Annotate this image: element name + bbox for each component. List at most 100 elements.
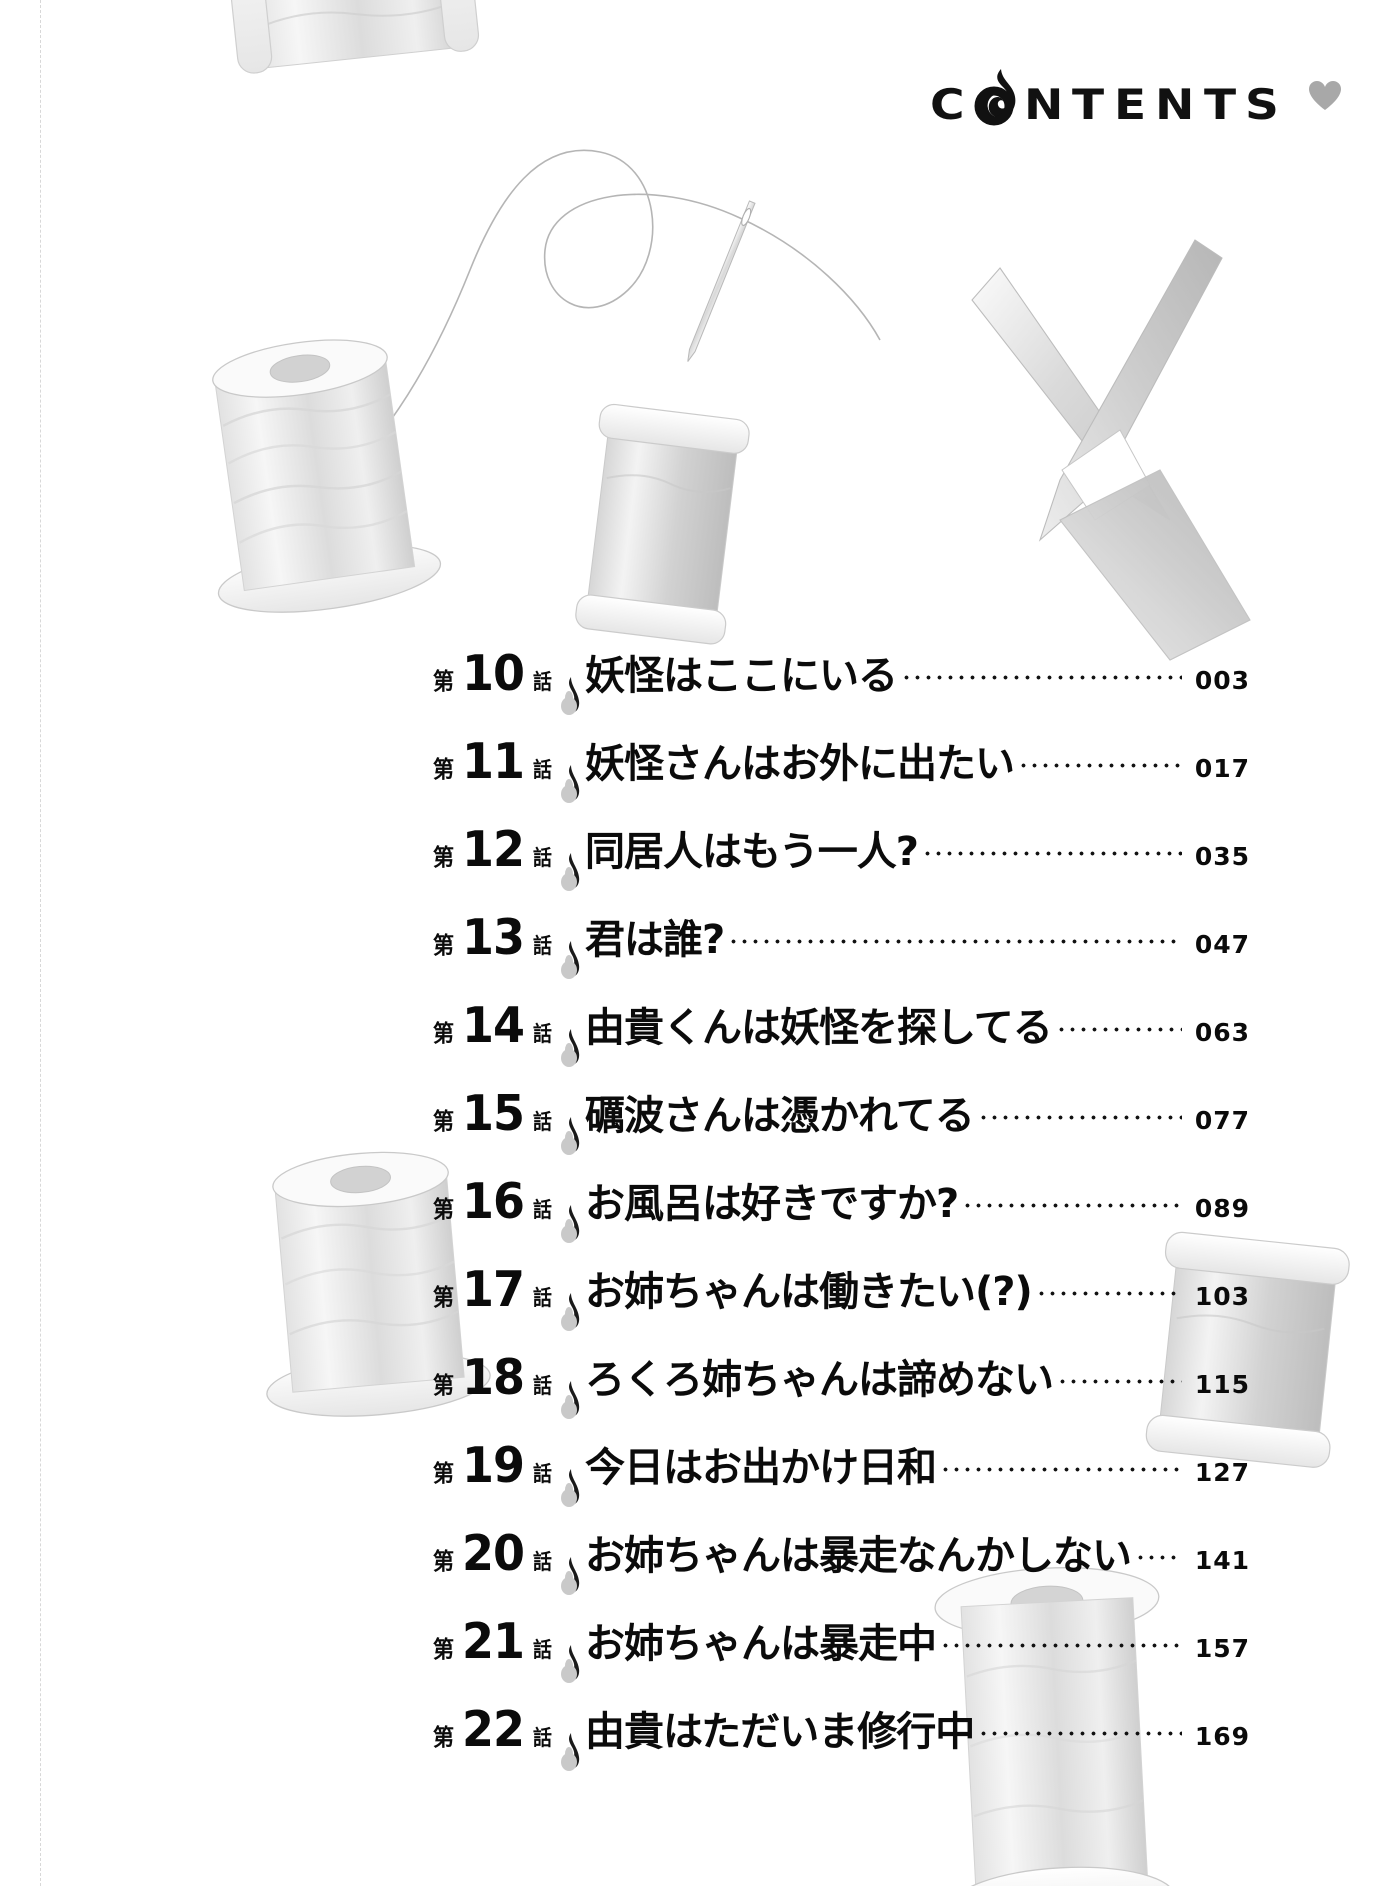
- episode-title: お姉ちゃんは暴走なんかしない: [585, 1533, 1132, 1579]
- episode-title: 妖怪はここにいる: [585, 653, 898, 699]
- leader-dots: [1035, 1289, 1183, 1305]
- heart-icon: [1308, 80, 1342, 112]
- leader-dots: [728, 937, 1182, 953]
- flame-icon: [559, 1204, 581, 1244]
- flame-icon: [559, 1644, 581, 1684]
- flame-o-icon: [974, 68, 1018, 130]
- episode-label: 第 10 話: [432, 649, 553, 698]
- episode-prefix: 第: [432, 933, 455, 959]
- flame-icon: [559, 852, 581, 892]
- page-number: 003: [1194, 666, 1250, 695]
- episode-suffix: 話: [533, 1462, 552, 1486]
- toc-entry-21[interactable]: 第 21 話 お姉ちゃんは暴走中 157: [0, 1612, 1400, 1706]
- toc-entry-11[interactable]: 第 11 話 妖怪さんはお外に出たい 017: [0, 737, 1400, 826]
- flame-icon: [559, 1468, 581, 1508]
- toc-entry-13[interactable]: 第 13 話 君は誰? 047: [0, 908, 1400, 1002]
- episode-suffix: 話: [533, 1638, 552, 1662]
- episode-number: 16: [461, 1172, 525, 1230]
- title-letter-s: S: [1245, 80, 1286, 129]
- thread-strand: [285, 149, 881, 521]
- toc-entry-22[interactable]: 第 22 話 由貴はただいま修行中 169: [0, 1705, 1400, 1794]
- page-number: 047: [1194, 930, 1250, 959]
- episode-label: 第 14 話: [432, 1001, 553, 1050]
- episode-label: 第 17 話: [432, 1260, 553, 1318]
- toc-entry-10[interactable]: 第 10 話 妖怪はここにいる 003: [0, 649, 1400, 738]
- episode-prefix: 第: [432, 1197, 455, 1223]
- episode-prefix: 第: [432, 1549, 455, 1575]
- leader-dots: [922, 849, 1182, 865]
- episode-suffix: 話: [533, 1286, 552, 1310]
- episode-title: お姉ちゃんは働きたい(?): [585, 1269, 1033, 1315]
- leader-dots: [1057, 1377, 1182, 1393]
- toc-entry-17[interactable]: 第 17 話 お姉ちゃんは働きたい(?) 103: [0, 1260, 1400, 1354]
- episode-number: 17: [461, 1260, 525, 1318]
- flame-icon: [559, 1292, 581, 1332]
- episode-suffix: 話: [533, 1550, 552, 1574]
- episode-number: 20: [461, 1524, 525, 1582]
- flame-icon: [559, 940, 581, 980]
- episode-label: 第 19 話: [432, 1441, 553, 1490]
- episode-suffix: 話: [533, 758, 552, 782]
- episode-prefix: 第: [432, 1461, 455, 1487]
- episode-label: 第 15 話: [432, 1089, 553, 1138]
- episode-number: 12: [461, 820, 525, 878]
- page-number: 063: [1194, 1018, 1250, 1047]
- flame-icon: [559, 1116, 581, 1156]
- page-number: 035: [1194, 842, 1250, 871]
- episode-title: お姉ちゃんは暴走中: [585, 1621, 937, 1667]
- episode-title: 今日はお出かけ日和: [585, 1445, 937, 1491]
- episode-label: 第 20 話: [432, 1524, 553, 1582]
- episode-prefix: 第: [432, 1021, 455, 1047]
- episode-suffix: 話: [533, 1726, 552, 1750]
- sewing-needle: [687, 200, 756, 362]
- episode-number: 13: [461, 908, 525, 966]
- episode-prefix: 第: [432, 1637, 455, 1663]
- flame-icon: [559, 764, 581, 804]
- thread-spool-top: [219, 0, 480, 74]
- toc-entry-14[interactable]: 第 14 話 由貴くんは妖怪を探してる 063: [0, 1001, 1400, 1090]
- table-of-contents: 第 10 話 妖怪はここにいる 003 第 11 話: [0, 649, 1400, 1794]
- episode-label: 第 13 話: [432, 908, 553, 966]
- page-number: 157: [1194, 1634, 1250, 1663]
- episode-title: 同居人はもう一人?: [585, 829, 919, 875]
- episode-label: 第 16 話: [432, 1172, 553, 1230]
- page-number: 127: [1194, 1458, 1250, 1487]
- contents-wordmark: C N T E N T S: [930, 68, 1288, 126]
- page-number: 077: [1194, 1106, 1250, 1135]
- episode-label: 第 18 話: [432, 1353, 553, 1402]
- margin-rule: [40, 0, 41, 1886]
- flame-icon: [559, 1556, 581, 1596]
- episode-label: 第 11 話: [432, 737, 553, 786]
- thread-spool-left: [212, 339, 442, 613]
- episode-prefix: 第: [432, 757, 455, 783]
- episode-suffix: 話: [533, 1110, 552, 1134]
- episode-label: 第 12 話: [432, 820, 553, 878]
- episode-title: 妖怪さんはお外に出たい: [585, 741, 1015, 787]
- episode-suffix: 話: [533, 1198, 552, 1222]
- episode-suffix: 話: [533, 1022, 552, 1046]
- episode-prefix: 第: [432, 1373, 455, 1399]
- toc-entry-15[interactable]: 第 15 話 礪波さんは憑かれてる 077: [0, 1089, 1400, 1178]
- episode-suffix: 話: [533, 934, 552, 958]
- page-number: 169: [1194, 1722, 1250, 1751]
- leader-dots: [978, 1729, 1182, 1745]
- flame-icon: [559, 1380, 581, 1420]
- episode-title: 君は誰?: [585, 917, 725, 963]
- toc-entry-20[interactable]: 第 20 話 お姉ちゃんは暴走なんかしない 141: [0, 1524, 1400, 1618]
- page-number: 115: [1194, 1370, 1250, 1399]
- episode-suffix: 話: [533, 1374, 552, 1398]
- leader-dots: [940, 1641, 1182, 1657]
- episode-suffix: 話: [533, 846, 552, 870]
- toc-entry-18[interactable]: 第 18 話 ろくろ姉ちゃんは諦めない 115: [0, 1353, 1400, 1442]
- toc-entry-19[interactable]: 第 19 話 今日はお出かけ日和 127: [0, 1441, 1400, 1530]
- episode-label: 第 22 話: [432, 1705, 553, 1754]
- toc-entry-16[interactable]: 第 16 話 お風呂は好きですか? 089: [0, 1172, 1400, 1266]
- toc-entry-12[interactable]: 第 12 話 同居人はもう一人? 035: [0, 820, 1400, 914]
- episode-title: お風呂は好きですか?: [585, 1181, 959, 1227]
- leader-dots: [962, 1201, 1182, 1217]
- episode-number: 21: [461, 1612, 525, 1670]
- title-letter-e: E: [1113, 80, 1153, 129]
- flame-icon: [559, 1028, 581, 1068]
- leader-dots: [940, 1465, 1182, 1481]
